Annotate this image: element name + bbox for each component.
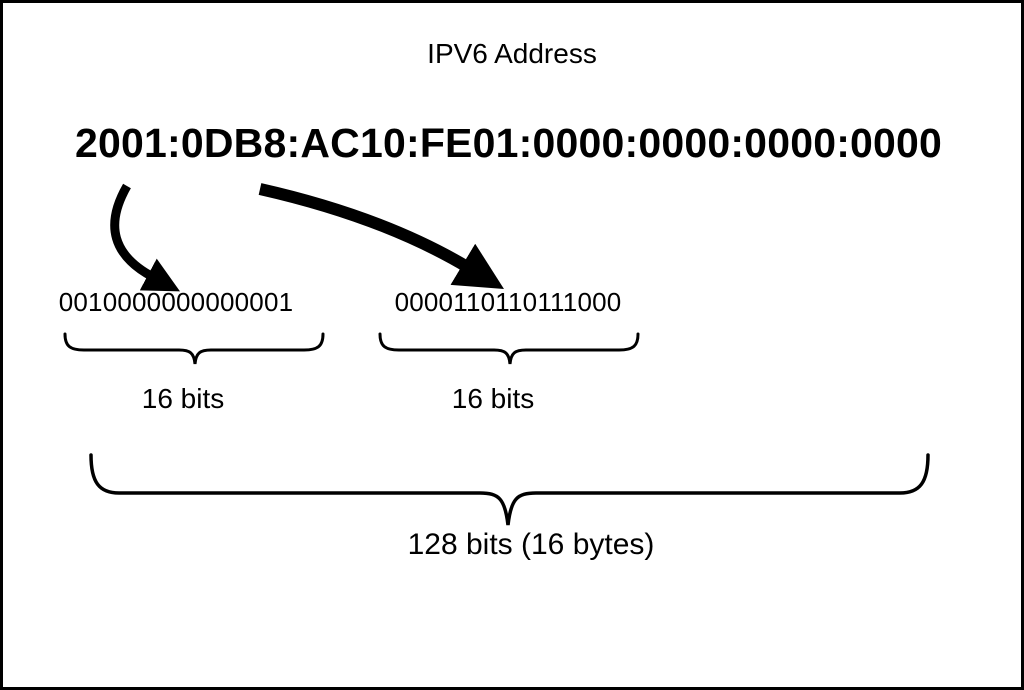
curved-arrow-icon (110, 183, 180, 292)
underbrace-left-icon (63, 332, 325, 365)
underbrace-total-icon (89, 453, 930, 526)
bits-label: 16 bits (141, 383, 225, 414)
diagram-title: IPV6 Address (427, 38, 597, 69)
binary-group-text: 0010000000000001 (58, 287, 294, 317)
bits-label: 16 bits (451, 383, 535, 414)
total-bits-label: 128 bits (16 bytes) (407, 528, 655, 561)
long-curved-arrow-icon (258, 183, 504, 289)
binary-group-text: 0000110110111000 (394, 287, 622, 317)
ipv6-address-text: 2001:0DB8:AC10:FE01:0000:0000:0000:0000 (75, 120, 943, 166)
diagram-graphics (63, 183, 930, 526)
underbrace-right-icon (378, 332, 640, 365)
